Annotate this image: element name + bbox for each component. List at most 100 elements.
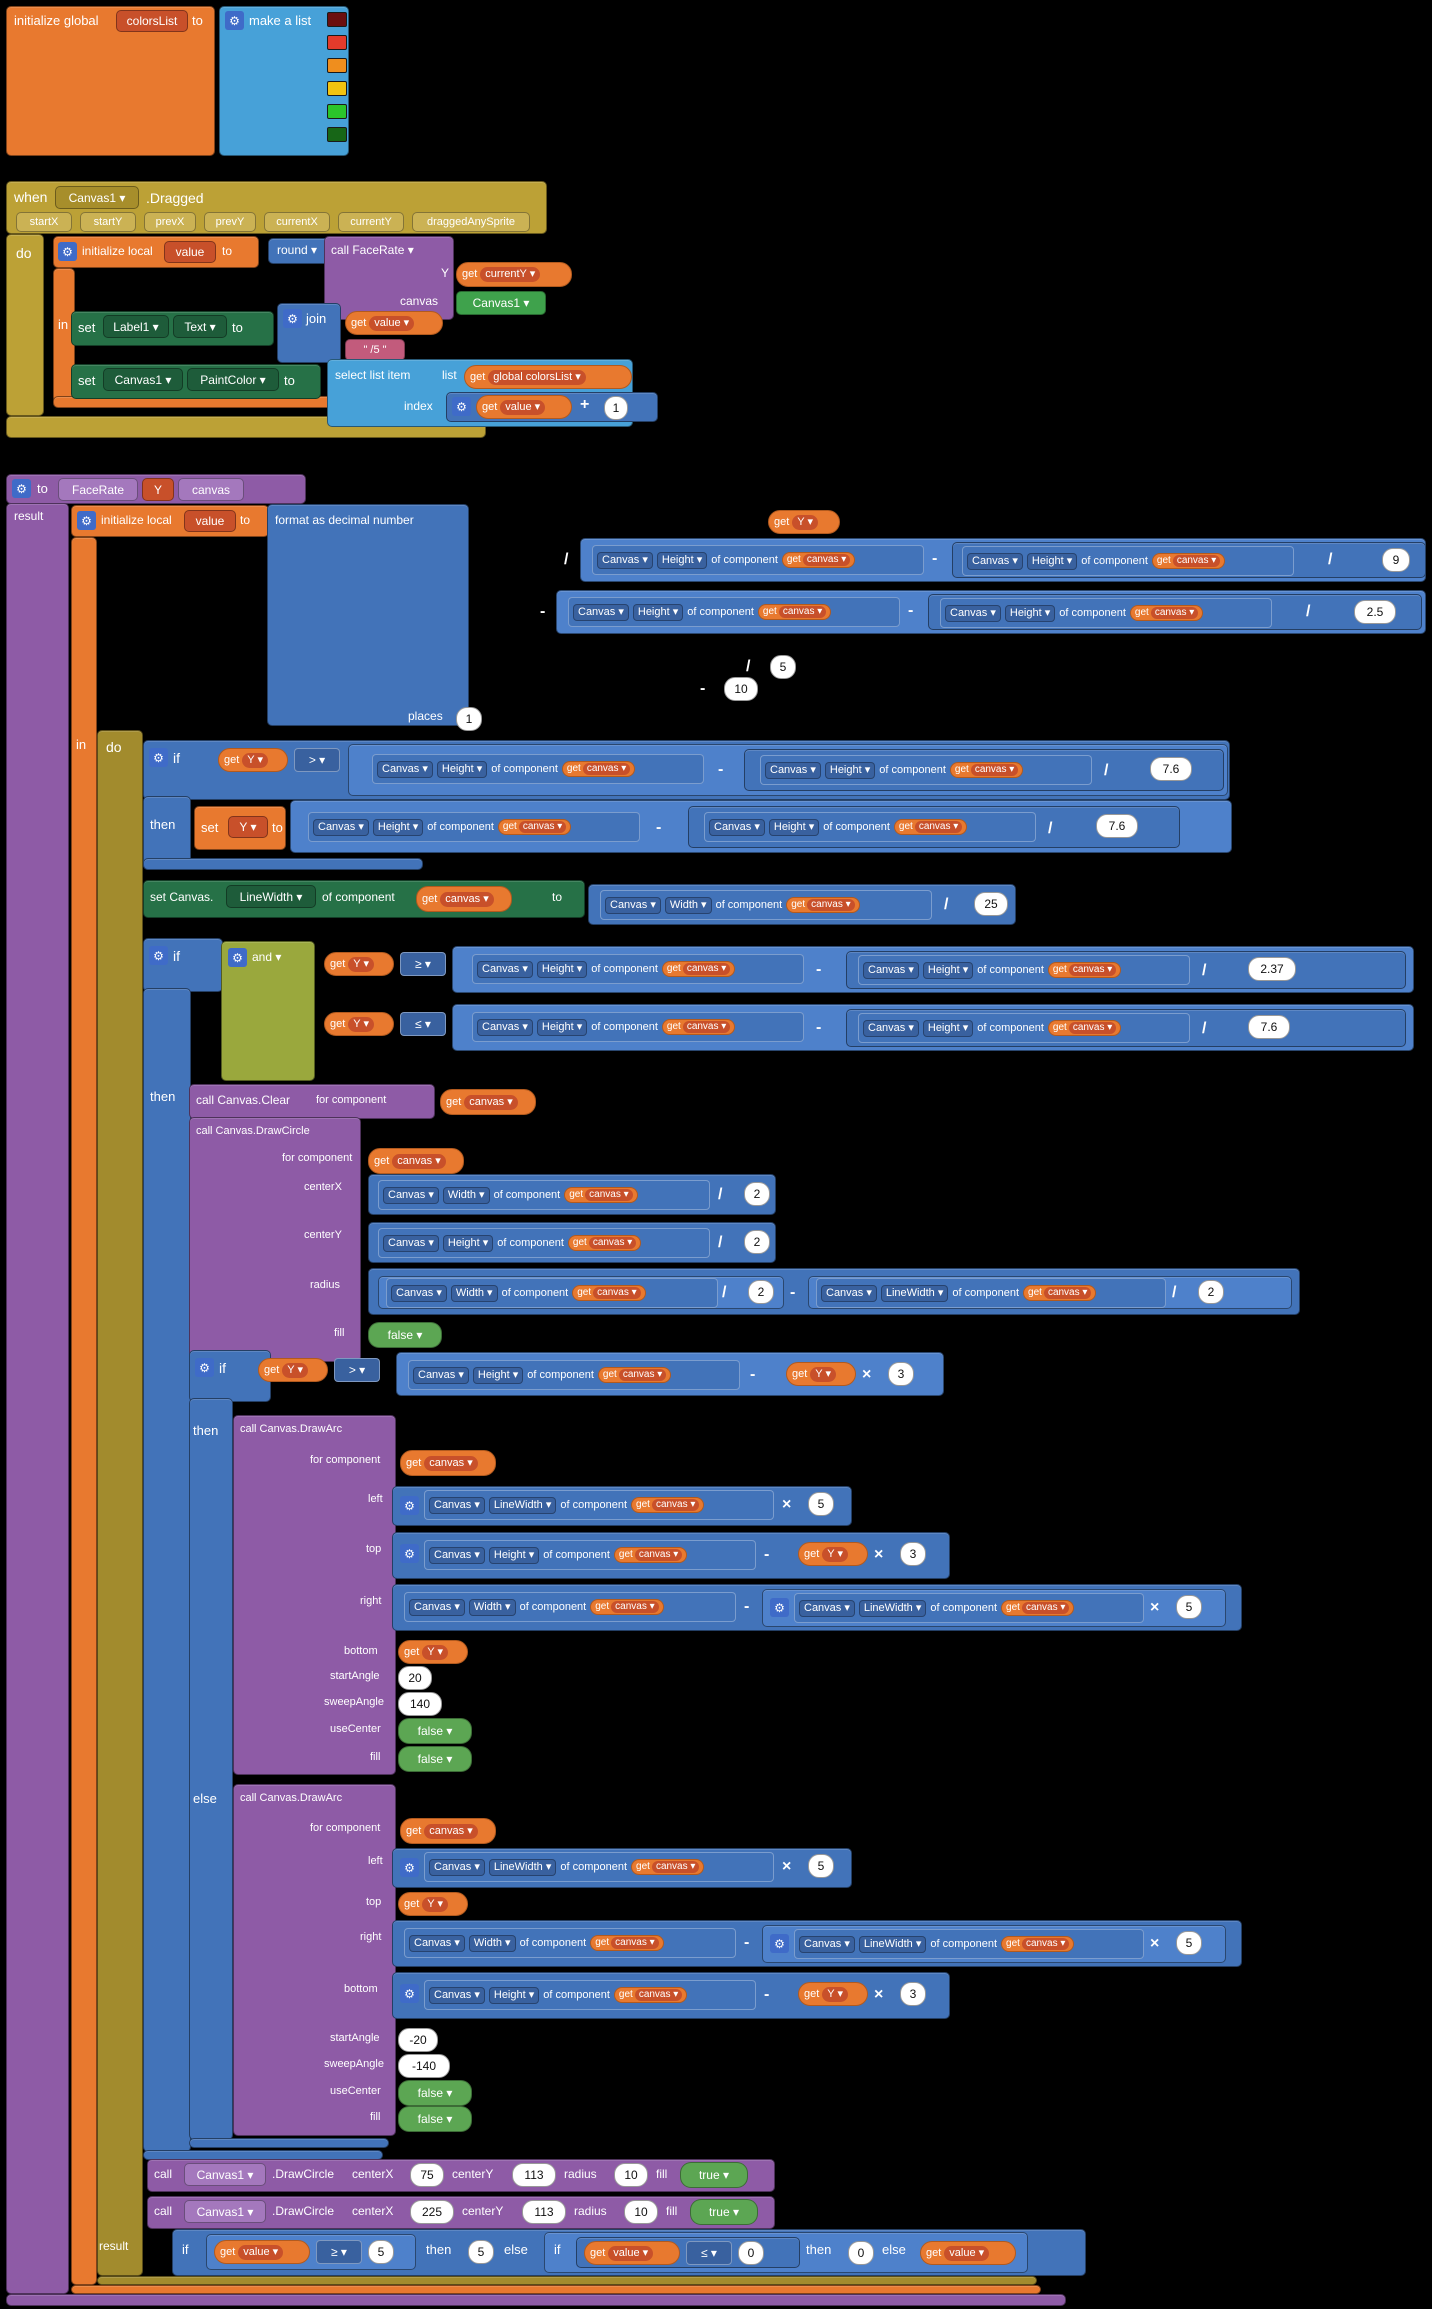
property-dropdown[interactable]: Height ▾ (488, 1546, 540, 1564)
variable-name-chip[interactable]: canvas ▾ (802, 554, 851, 566)
property-dropdown[interactable]: Height ▾ (1026, 552, 1078, 570)
property-dropdown[interactable]: Width ▾ (450, 1284, 498, 1302)
number-10-format[interactable]: 10 (724, 677, 758, 701)
variable-name-chip[interactable]: canvas ▾ (1150, 607, 1199, 619)
make-a-list-mutator-icon[interactable]: ⚙ (225, 11, 244, 30)
le-op-if2[interactable]: ≤ ▾ (400, 1012, 446, 1036)
property-dropdown[interactable]: LineWidth ▾ (488, 1496, 557, 1514)
color-block-dark-green[interactable] (327, 127, 347, 142)
variable-name-chip[interactable]: canvas ▾ (914, 821, 963, 833)
component-dropdown[interactable]: Canvas ▾ (409, 1598, 465, 1616)
number-5-arc1-right[interactable]: 5 (1176, 1595, 1202, 1619)
property-dropdown[interactable]: LineWidth ▾ (858, 1935, 927, 1953)
variable-name-chip[interactable]: value ▾ (500, 399, 546, 415)
variable-name-chip[interactable]: canvas ▾ (585, 1189, 633, 1201)
property-dropdown[interactable]: Height ▾ (656, 551, 708, 569)
text-prop-dropdown[interactable]: Text ▾ (173, 315, 227, 338)
component-dropdown[interactable]: Canvas ▾ (429, 1986, 485, 2004)
format-decimal-block[interactable] (267, 504, 469, 726)
number-3-arc1-top[interactable]: 3 (900, 1542, 926, 1566)
variable-name-chip[interactable]: canvas ▾ (634, 1989, 683, 2001)
variable-name-chip[interactable]: currentY ▾ (480, 267, 541, 282)
component-dropdown[interactable]: Canvas ▾ (429, 1496, 485, 1514)
variable-name-chip[interactable]: Y ▾ (422, 1896, 449, 1912)
join-mutator-icon[interactable]: ⚙ (283, 309, 302, 328)
arc2-right-mutator-icon[interactable]: ⚙ (770, 1934, 789, 1953)
when-dragged-spine[interactable] (6, 234, 44, 416)
number-0-innercond[interactable]: 0 (738, 2241, 764, 2265)
component-dropdown[interactable]: Canvas ▾ (765, 761, 821, 779)
param-currentY[interactable]: currentY (338, 212, 404, 232)
variable-name-chip[interactable]: canvas ▾ (807, 899, 855, 911)
property-dropdown[interactable]: Width ▾ (468, 1934, 516, 1952)
variable-name-chip[interactable]: canvas ▾ (424, 1823, 478, 1839)
component-dropdown[interactable]: Canvas ▾ (799, 1935, 855, 1953)
number-neg20[interactable]: -20 (398, 2028, 438, 2052)
dcr2-canvas1-dropdown[interactable]: Canvas1 ▾ (184, 2200, 266, 2223)
global-name-chip[interactable]: colorsList (116, 10, 188, 32)
if2-spine[interactable] (143, 988, 191, 2152)
and-mutator-icon[interactable]: ⚙ (228, 948, 247, 967)
if2-mutator-icon[interactable]: ⚙ (149, 946, 168, 965)
do-spine[interactable] (97, 730, 143, 2276)
number-5-arc2-left[interactable]: 5 (808, 1854, 834, 1878)
variable-name-chip[interactable]: Y ▾ (348, 1016, 375, 1032)
variable-name-chip[interactable]: value ▾ (369, 315, 415, 331)
number-0-innerthen[interactable]: 0 (848, 2241, 874, 2265)
property-dropdown[interactable]: Height ▾ (372, 818, 424, 836)
property-dropdown[interactable]: Width ▾ (664, 896, 712, 914)
property-dropdown[interactable]: Height ▾ (536, 960, 588, 978)
property-dropdown[interactable]: Height ▾ (472, 1366, 524, 1384)
color-block-orange[interactable] (327, 58, 347, 73)
procedure-name-chip[interactable]: FaceRate (58, 478, 138, 501)
variable-name-chip[interactable]: canvas ▾ (588, 1237, 637, 1249)
param-startY[interactable]: startY (80, 212, 136, 232)
property-dropdown[interactable]: Height ▾ (632, 603, 684, 621)
variable-name-chip[interactable]: canvas ▾ (464, 1094, 518, 1110)
arc1-top-mutator-icon[interactable]: ⚙ (400, 1544, 419, 1563)
number-7-6-condb[interactable]: 7.6 (1248, 1015, 1290, 1039)
number-1-index[interactable]: 1 (604, 396, 628, 420)
variable-name-chip[interactable]: Y ▾ (422, 1644, 449, 1660)
ge-op-result[interactable]: ≥ ▾ (316, 2240, 362, 2264)
number-2-37[interactable]: 2.37 (1248, 957, 1296, 981)
variable-name-chip[interactable]: canvas ▾ (582, 763, 631, 775)
variable-name-chip[interactable]: value ▾ (944, 2245, 990, 2261)
number-3-arc2-bottom[interactable]: 3 (900, 1982, 926, 2006)
component-dropdown[interactable]: Canvas ▾ (799, 1599, 855, 1617)
property-dropdown[interactable]: Height ▾ (922, 961, 974, 979)
number-3-if3[interactable]: 3 (888, 1362, 914, 1386)
number-5-rescond[interactable]: 5 (368, 2240, 394, 2264)
variable-name-chip[interactable]: canvas ▾ (970, 764, 1019, 776)
ge-op-if2[interactable]: ≥ ▾ (400, 952, 446, 976)
